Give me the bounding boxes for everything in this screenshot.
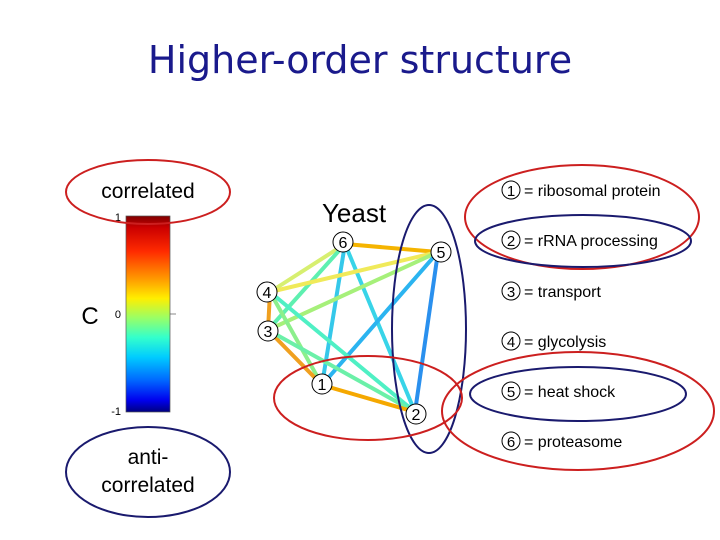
svg-text:1: 1: [318, 377, 327, 394]
network-title: Yeast: [322, 198, 387, 228]
colorbar-variable-label: C: [81, 303, 98, 330]
correlated-label: correlated: [101, 180, 194, 203]
edge-4-1: [268, 290, 324, 387]
svg-text:= proteasome: = proteasome: [524, 434, 622, 451]
red-highlight-legend-5: [441, 351, 715, 471]
svg-text:6: 6: [339, 235, 348, 252]
legend-item-1: 1 = ribosomal protein: [501, 180, 661, 200]
edge-6-4: [268, 242, 347, 294]
svg-text:2: 2: [412, 407, 421, 424]
correlated-outline: [65, 159, 231, 225]
legend-item-2: 2 = rRNA processing: [501, 230, 658, 250]
colorbar-tick-bottom: -1: [111, 406, 121, 418]
anticorrelated-outline: [65, 426, 231, 518]
svg-text:= heat shock: = heat shock: [524, 384, 616, 401]
svg-text:= transport: = transport: [524, 284, 601, 301]
svg-text:= glycolysis: = glycolysis: [524, 334, 606, 351]
edge-5-3: [266, 250, 440, 332]
node-5: 5: [430, 241, 452, 263]
blue-highlight-legend-2: [474, 214, 692, 268]
node-1: 1: [311, 373, 333, 395]
legend: 1 = ribosomal protein 2 = rRNA processin…: [501, 180, 661, 451]
network-nodes: 6 5 4 3 1 2: [256, 231, 452, 425]
blue-highlight-network-2-5: [391, 204, 467, 454]
anticorrelated-label-line1: anti-: [128, 446, 169, 469]
svg-text:1: 1: [507, 183, 515, 200]
svg-text:3: 3: [507, 284, 515, 301]
svg-text:5: 5: [437, 245, 446, 262]
colorbar-gradient: [125, 215, 171, 413]
svg-text:3: 3: [264, 324, 273, 341]
page-title: Higher-order structure: [147, 38, 573, 82]
edge-6-3: [266, 242, 347, 332]
svg-text:= ribosomal protein: = ribosomal protein: [524, 183, 661, 200]
svg-text:4: 4: [263, 285, 272, 302]
node-3: 3: [257, 320, 279, 342]
svg-text:= rRNA processing: = rRNA processing: [524, 233, 658, 250]
edge-5-2: [413, 250, 440, 414]
edge-5-4: [268, 250, 440, 294]
svg-text:2: 2: [507, 233, 515, 250]
edge-3-2: [266, 328, 417, 414]
red-highlight-network-1-2: [273, 355, 463, 441]
legend-item-6: 6 = proteasome: [501, 431, 622, 451]
network-edges: [266, 242, 440, 414]
blue-highlight-legend-5: [469, 366, 687, 422]
colorbar-tick-top: 1: [115, 212, 121, 224]
svg-text:4: 4: [507, 334, 515, 351]
edge-5-1: [320, 250, 440, 387]
legend-item-4: 4 = glycolysis: [501, 331, 606, 351]
edge-6-5: [343, 242, 440, 254]
node-6: 6: [332, 231, 354, 253]
svg-text:6: 6: [507, 434, 515, 451]
legend-item-3: 3 = transport: [501, 281, 601, 301]
anticorrelated-label-line2: correlated: [101, 474, 194, 497]
edge-4-2: [268, 290, 417, 414]
node-4: 4: [256, 281, 278, 303]
node-2: 2: [405, 403, 427, 425]
colorbar-tick-mid: 0: [115, 309, 121, 321]
red-highlight-legend-1-2: [464, 164, 700, 270]
svg-text:5: 5: [507, 384, 515, 401]
edge-3-1: [266, 328, 324, 387]
colorbar: 1 0 -1 C: [81, 212, 176, 418]
legend-item-5: 5 = heat shock: [501, 381, 616, 401]
